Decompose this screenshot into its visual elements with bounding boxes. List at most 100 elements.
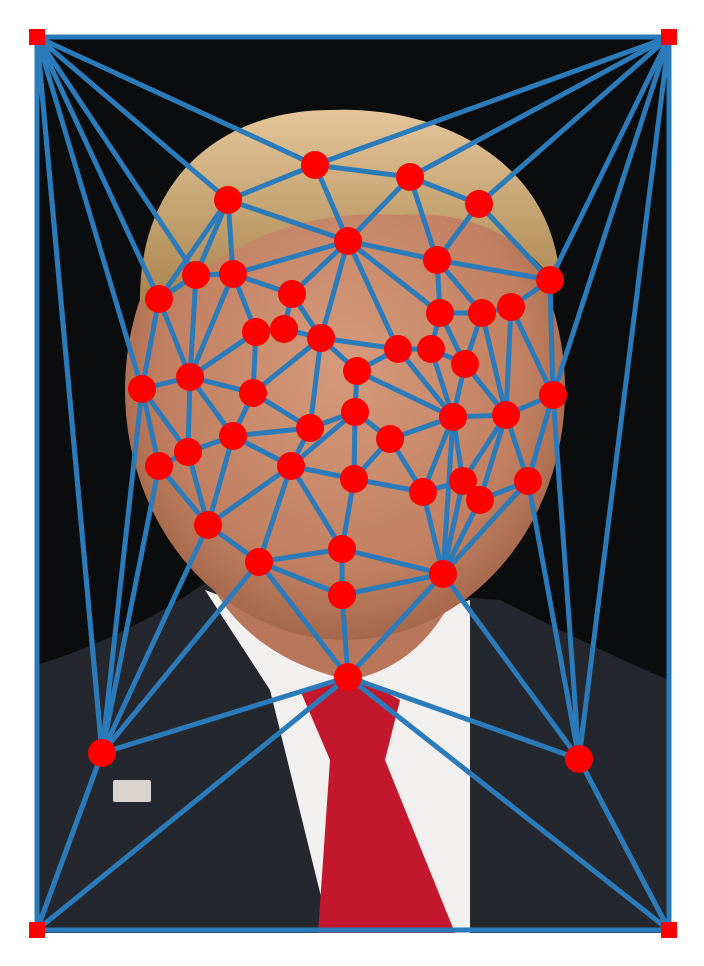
triangulation-edge (34, 34, 162, 302)
landmark-point (270, 315, 298, 343)
triangulation-edge (345, 674, 582, 762)
landmark-point (88, 739, 116, 767)
triangulation-edge (256, 559, 345, 598)
landmark-point (439, 403, 467, 431)
landmark-point (449, 467, 477, 495)
landmark-point (277, 452, 305, 480)
triangulation-edge (476, 34, 672, 207)
landmark-point (514, 467, 542, 495)
triangulation-edge (99, 674, 351, 756)
landmark-point (376, 425, 404, 453)
triangulation-edge (354, 368, 456, 420)
landmark-point (409, 478, 437, 506)
corner-landmark-point (661, 29, 677, 45)
triangulation-edge (225, 162, 318, 203)
triangulation-edge (34, 34, 199, 278)
landmark-point (340, 465, 368, 493)
triangulation-edge (34, 34, 105, 756)
triangulation-edge (230, 238, 351, 277)
triangulation-edge (550, 392, 582, 762)
triangulation-edge (407, 174, 440, 263)
triangulation-edge (576, 756, 672, 933)
landmark-point (492, 401, 520, 429)
triangulation-edge (440, 571, 582, 762)
landmark-point (468, 299, 496, 327)
landmark-point (451, 350, 479, 378)
triangulation-edge (205, 463, 294, 528)
triangulation-edge (547, 34, 672, 283)
triangulation-edge (318, 238, 351, 341)
triangulation-edge (345, 238, 401, 352)
landmark-point (334, 663, 362, 691)
landmark-point (174, 438, 202, 466)
triangulation-edge (345, 174, 413, 244)
landmark-point (334, 227, 362, 255)
landmark-point (176, 363, 204, 391)
triangulation-edge (288, 463, 345, 552)
triangulation-edge (99, 386, 145, 756)
triangulation-edge (476, 201, 553, 283)
triangulation-edge (99, 522, 211, 756)
landmark-point (396, 163, 424, 191)
triangulation-edge (345, 571, 446, 680)
landmark-point (466, 486, 494, 514)
landmark-point (214, 186, 242, 214)
landmark-point (245, 548, 273, 576)
landmark-point (145, 452, 173, 480)
triangulation-edge (503, 304, 514, 418)
landmark-point (301, 151, 329, 179)
landmark-point (497, 293, 525, 321)
landmark-point (565, 745, 593, 773)
triangulation-edge (420, 489, 446, 577)
triangulation-edge (440, 478, 531, 577)
landmark-point (182, 261, 210, 289)
triangulation-edge (187, 272, 199, 380)
triangulation-edge (312, 162, 413, 180)
triangulation-edge (345, 238, 443, 316)
triangulation-edge (395, 346, 456, 420)
landmark-point (341, 398, 369, 426)
triangulation-edge (440, 414, 456, 577)
triangulation-edge (34, 34, 145, 392)
landmark-point (128, 375, 156, 403)
landmark-point (219, 422, 247, 450)
triangulation-edge (34, 674, 351, 933)
corner-landmark-point (29, 29, 45, 45)
triangulation-edge (345, 674, 672, 933)
triangulation-edge (139, 296, 162, 392)
corner-landmark-point (661, 922, 677, 938)
landmark-point (242, 318, 270, 346)
triangulation-edge (225, 197, 351, 244)
triangulation-edge (156, 197, 231, 302)
triangulation-edge (525, 392, 556, 484)
landmark-point (426, 299, 454, 327)
landmark-point (239, 379, 267, 407)
triangulation-edge (256, 546, 345, 565)
landmark-point (307, 324, 335, 352)
triangulation-edge (187, 271, 236, 380)
triangulation-edge (34, 750, 105, 933)
triangulation-edges (34, 34, 672, 933)
triangulation-edge (407, 34, 672, 180)
triangulation-edge (508, 304, 556, 398)
corner-landmark-point (29, 922, 45, 938)
landmark-point (539, 381, 567, 409)
hair (140, 109, 560, 301)
landmark-point (343, 357, 371, 385)
triangulation-edge (205, 433, 236, 528)
triangulation-edge (256, 559, 351, 680)
triangulation-edge (434, 257, 553, 283)
triangulation-edge (99, 463, 162, 756)
landmark-point (384, 335, 412, 363)
landmark-point (145, 285, 173, 313)
landmark-point (328, 535, 356, 563)
triangulation-edge (525, 478, 582, 762)
landmark-points (29, 29, 677, 938)
landmark-point (296, 414, 324, 442)
landmark-point (536, 266, 564, 294)
triangulation-edge (256, 463, 294, 565)
triangulation-edge (479, 310, 509, 418)
triangulation-edge (345, 238, 440, 263)
triangulation-edge (547, 277, 556, 398)
landmark-point (429, 560, 457, 588)
